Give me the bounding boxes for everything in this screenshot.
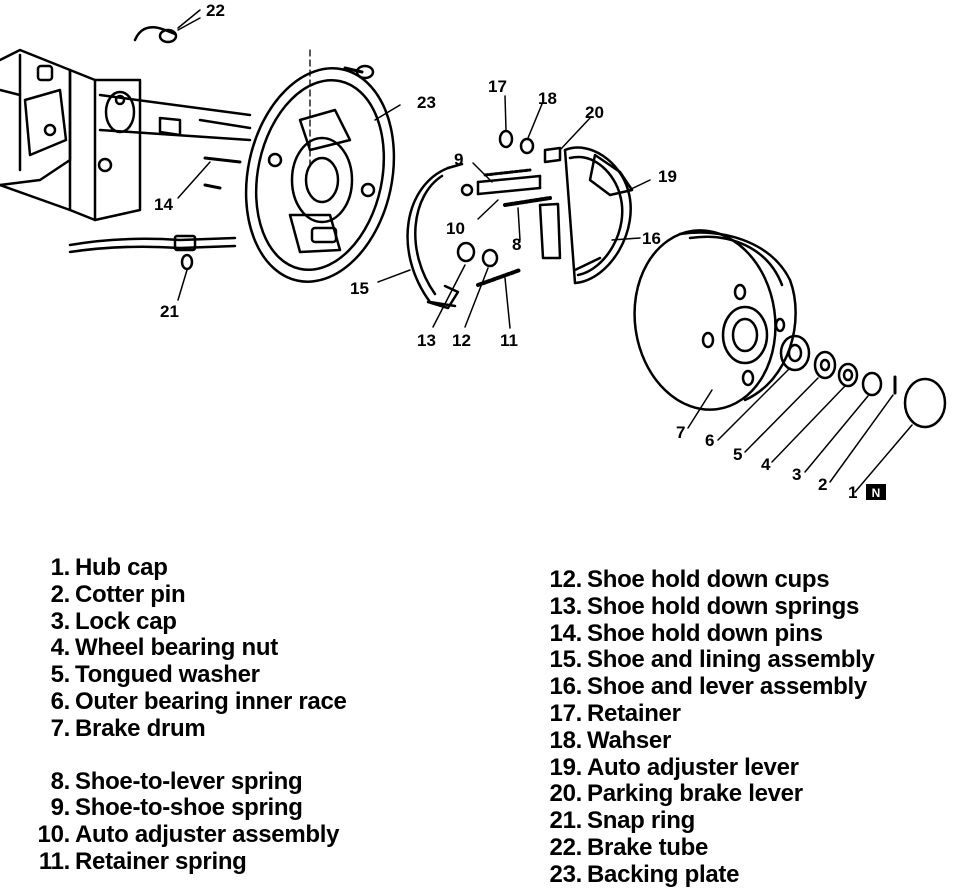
hold-down-parts: [456, 241, 522, 287]
legend-item-7: 7.Brake drum: [50, 714, 206, 742]
legend-item-8: 8.Shoe-to-lever spring: [50, 767, 303, 795]
callout-1: 1: [848, 483, 857, 502]
legend-item-11: 11.Retainer spring: [38, 847, 247, 875]
legend-item-23: 23.Backing plate: [549, 860, 740, 888]
legend-item-4: 4.Wheel bearing nut: [50, 634, 279, 662]
callout-4: 4: [761, 455, 771, 474]
legend-item-16: 16.Shoe and lever assembly: [549, 673, 868, 701]
shoe-and-lining-assembly: [406, 162, 464, 310]
front-marker-box: N: [866, 484, 886, 500]
legend-item-18: 18.Wahser: [549, 726, 672, 754]
callout-15: 15: [350, 279, 369, 298]
callout-8: 8: [512, 235, 521, 254]
legend-item-22: 22.Brake tube: [549, 833, 709, 861]
callout-11: 11: [500, 331, 518, 350]
legend-item-10: 10.Auto adjuster assembly: [37, 821, 340, 849]
brake-tube: [133, 17, 201, 44]
callout-14: 14: [154, 195, 173, 214]
adjuster-and-springs: [460, 129, 562, 260]
callout-23: 23: [417, 93, 436, 112]
callout-19: 19: [658, 167, 677, 186]
callout-10: 10: [446, 219, 465, 238]
legend-item-14: 14.Shoe hold down pins: [549, 619, 823, 647]
exploded-view-drawing: 22 23 17 18 20 9 19 14 10 8 16 15 21 13 …: [0, 1, 947, 502]
axle-housing: [0, 48, 252, 222]
legend-item-21: 21.Snap ring: [549, 807, 696, 835]
legend-item-9: 9.Shoe-to-shoe spring: [50, 794, 303, 822]
hub-parts: [779, 334, 947, 429]
callout-20: 20: [585, 103, 604, 122]
legend-item-2: 2.Cotter pin: [50, 580, 186, 608]
legend-item-20: 20.Parking brake lever: [549, 780, 804, 808]
callout-12: 12: [452, 331, 471, 350]
callout-13: 13: [417, 331, 436, 350]
legend-spacer: [18, 743, 347, 769]
callout-9: 9: [454, 150, 463, 169]
legend-item-17: 17.Retainer: [549, 699, 681, 727]
legend-right-column: 12.Shoe hold down cups 13.Shoe hold down…: [530, 566, 875, 889]
callout-22: 22: [206, 1, 225, 20]
callout-6: 6: [705, 431, 714, 450]
callout-16: 16: [642, 229, 661, 248]
callout-5: 5: [733, 445, 742, 464]
legend-item-12: 12.Shoe hold down cups: [549, 566, 830, 593]
callout-17: 17: [488, 77, 507, 96]
brake-drum: [633, 229, 797, 411]
parking-brake-cable: [68, 234, 237, 271]
callout-21: 21: [160, 302, 179, 321]
front-marker-text: N: [872, 486, 881, 500]
legend-left-column: 1.Hub cap 2.Cotter pin 3.Lock cap 4.Whee…: [18, 554, 347, 876]
callout-7: 7: [676, 423, 685, 442]
shoe-and-lever-assembly: [563, 146, 634, 285]
legend-item-15: 15.Shoe and lining assembly: [549, 646, 875, 674]
legend-item-1: 1.Hub cap: [50, 554, 168, 581]
legend-item-19: 19.Auto adjuster lever: [549, 753, 799, 781]
callout-2: 2: [818, 475, 827, 494]
legend-item-5: 5.Tongued washer: [50, 661, 260, 689]
callout-3: 3: [792, 465, 801, 484]
legend-item-3: 3.Lock cap: [50, 607, 177, 635]
legend-item-13: 13.Shoe hold down springs: [549, 592, 860, 620]
legend-item-6: 6.Outer bearing inner race: [50, 687, 347, 715]
leader-lines: [177, 9, 913, 493]
callout-18: 18: [538, 89, 557, 108]
backing-plate: [244, 67, 396, 283]
